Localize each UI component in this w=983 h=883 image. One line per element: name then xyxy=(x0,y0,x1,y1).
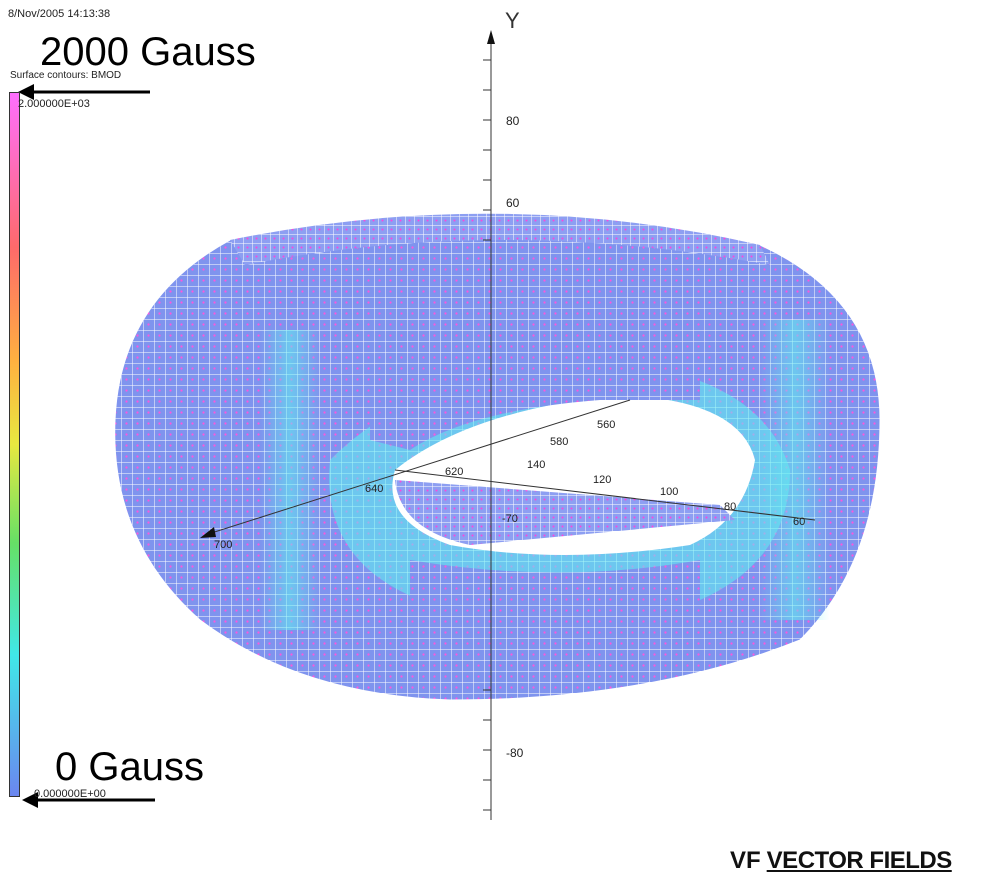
z-axis-arrow xyxy=(200,527,216,538)
max-arrow xyxy=(18,84,150,100)
inner-tick-100: 100 xyxy=(660,486,678,498)
inner-tick-580: 580 xyxy=(550,436,568,448)
colorbar-min-value: 0.000000E+00 xyxy=(34,788,106,800)
y-tick-60: 60 xyxy=(506,196,520,210)
inner-tick-neg70: -70 xyxy=(502,513,518,525)
inner-tick-700: 700 xyxy=(214,539,232,551)
vector-fields-logo: VF VECTOR FIELDS xyxy=(730,846,952,876)
timestamp: 8/Nov/2005 14:13:38 xyxy=(8,8,111,20)
inner-tick-60b: 60 xyxy=(793,516,805,528)
y-axis-label: Y xyxy=(505,8,520,33)
inner-tick-620: 620 xyxy=(445,466,463,478)
coil-inner-slab xyxy=(395,480,735,545)
y-axis-ticks xyxy=(483,59,491,811)
coil-front-block xyxy=(370,325,700,450)
y-tick-80: 80 xyxy=(506,114,520,128)
colorbar-max-value: 2.000000E+03 xyxy=(18,98,90,110)
colorbar xyxy=(9,92,20,797)
inner-tick-640: 640 xyxy=(365,483,383,495)
coil-side-band-left xyxy=(260,330,320,630)
inner-tick-140: 140 xyxy=(527,459,545,471)
y-tick-neg80: -80 xyxy=(506,746,524,760)
min-arrow xyxy=(22,792,155,808)
x-axis-inner xyxy=(394,469,816,521)
inner-tick-560: 560 xyxy=(597,419,615,431)
y-axis-arrow xyxy=(487,30,495,44)
coil-top-face xyxy=(230,213,770,265)
inner-tick-80b: 80 xyxy=(724,501,736,513)
vf-logo-mark: VF xyxy=(730,847,761,874)
z-axis-inner xyxy=(204,399,631,536)
plot-title: Surface contours: BMOD xyxy=(10,70,122,81)
coil-side-band-right xyxy=(760,320,830,620)
max-annotation: 2000 Gauss xyxy=(40,30,256,74)
brand-name: VECTOR FIELDS xyxy=(766,847,953,874)
min-annotation: 0 Gauss xyxy=(55,745,204,789)
inner-tick-120: 120 xyxy=(593,474,611,486)
coil-bottom-block xyxy=(410,560,700,650)
